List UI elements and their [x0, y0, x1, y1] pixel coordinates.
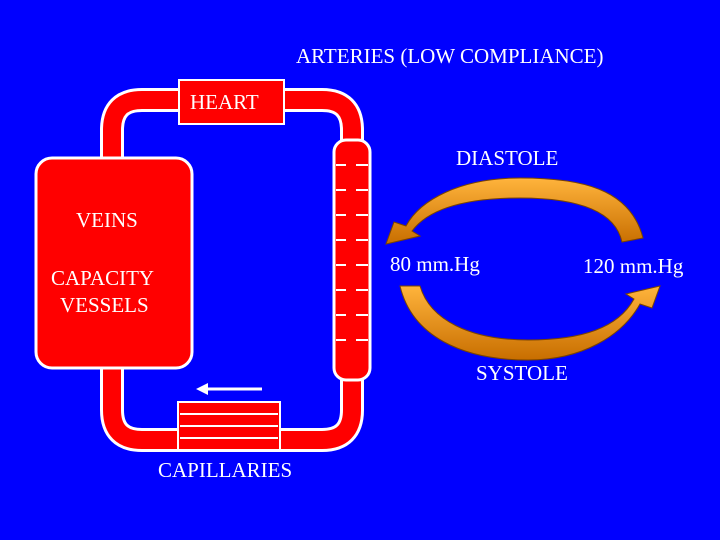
veins-label: VEINS: [76, 208, 138, 232]
pressure-low-label: 80 mm.Hg: [390, 252, 480, 276]
vessels-label: VESSELS: [60, 293, 149, 317]
capillaries-label: CAPILLARIES: [158, 458, 292, 482]
systole-label: SYSTOLE: [476, 361, 568, 385]
artery-wide-section: [334, 140, 370, 380]
diastole-label: DIASTOLE: [456, 146, 558, 170]
capillaries-block: [178, 402, 280, 450]
heart-label: HEART: [190, 90, 259, 114]
diastole-arrow: [386, 178, 643, 244]
diagram-title: ARTERIES (LOW COMPLIANCE): [296, 44, 604, 68]
systole-arrow: [400, 286, 660, 360]
capacity-label: CAPACITY: [51, 266, 154, 290]
veins-reservoir: [36, 158, 192, 368]
pressure-high-label: 120 mm.Hg: [583, 254, 683, 278]
flow-arrow: [196, 383, 262, 395]
